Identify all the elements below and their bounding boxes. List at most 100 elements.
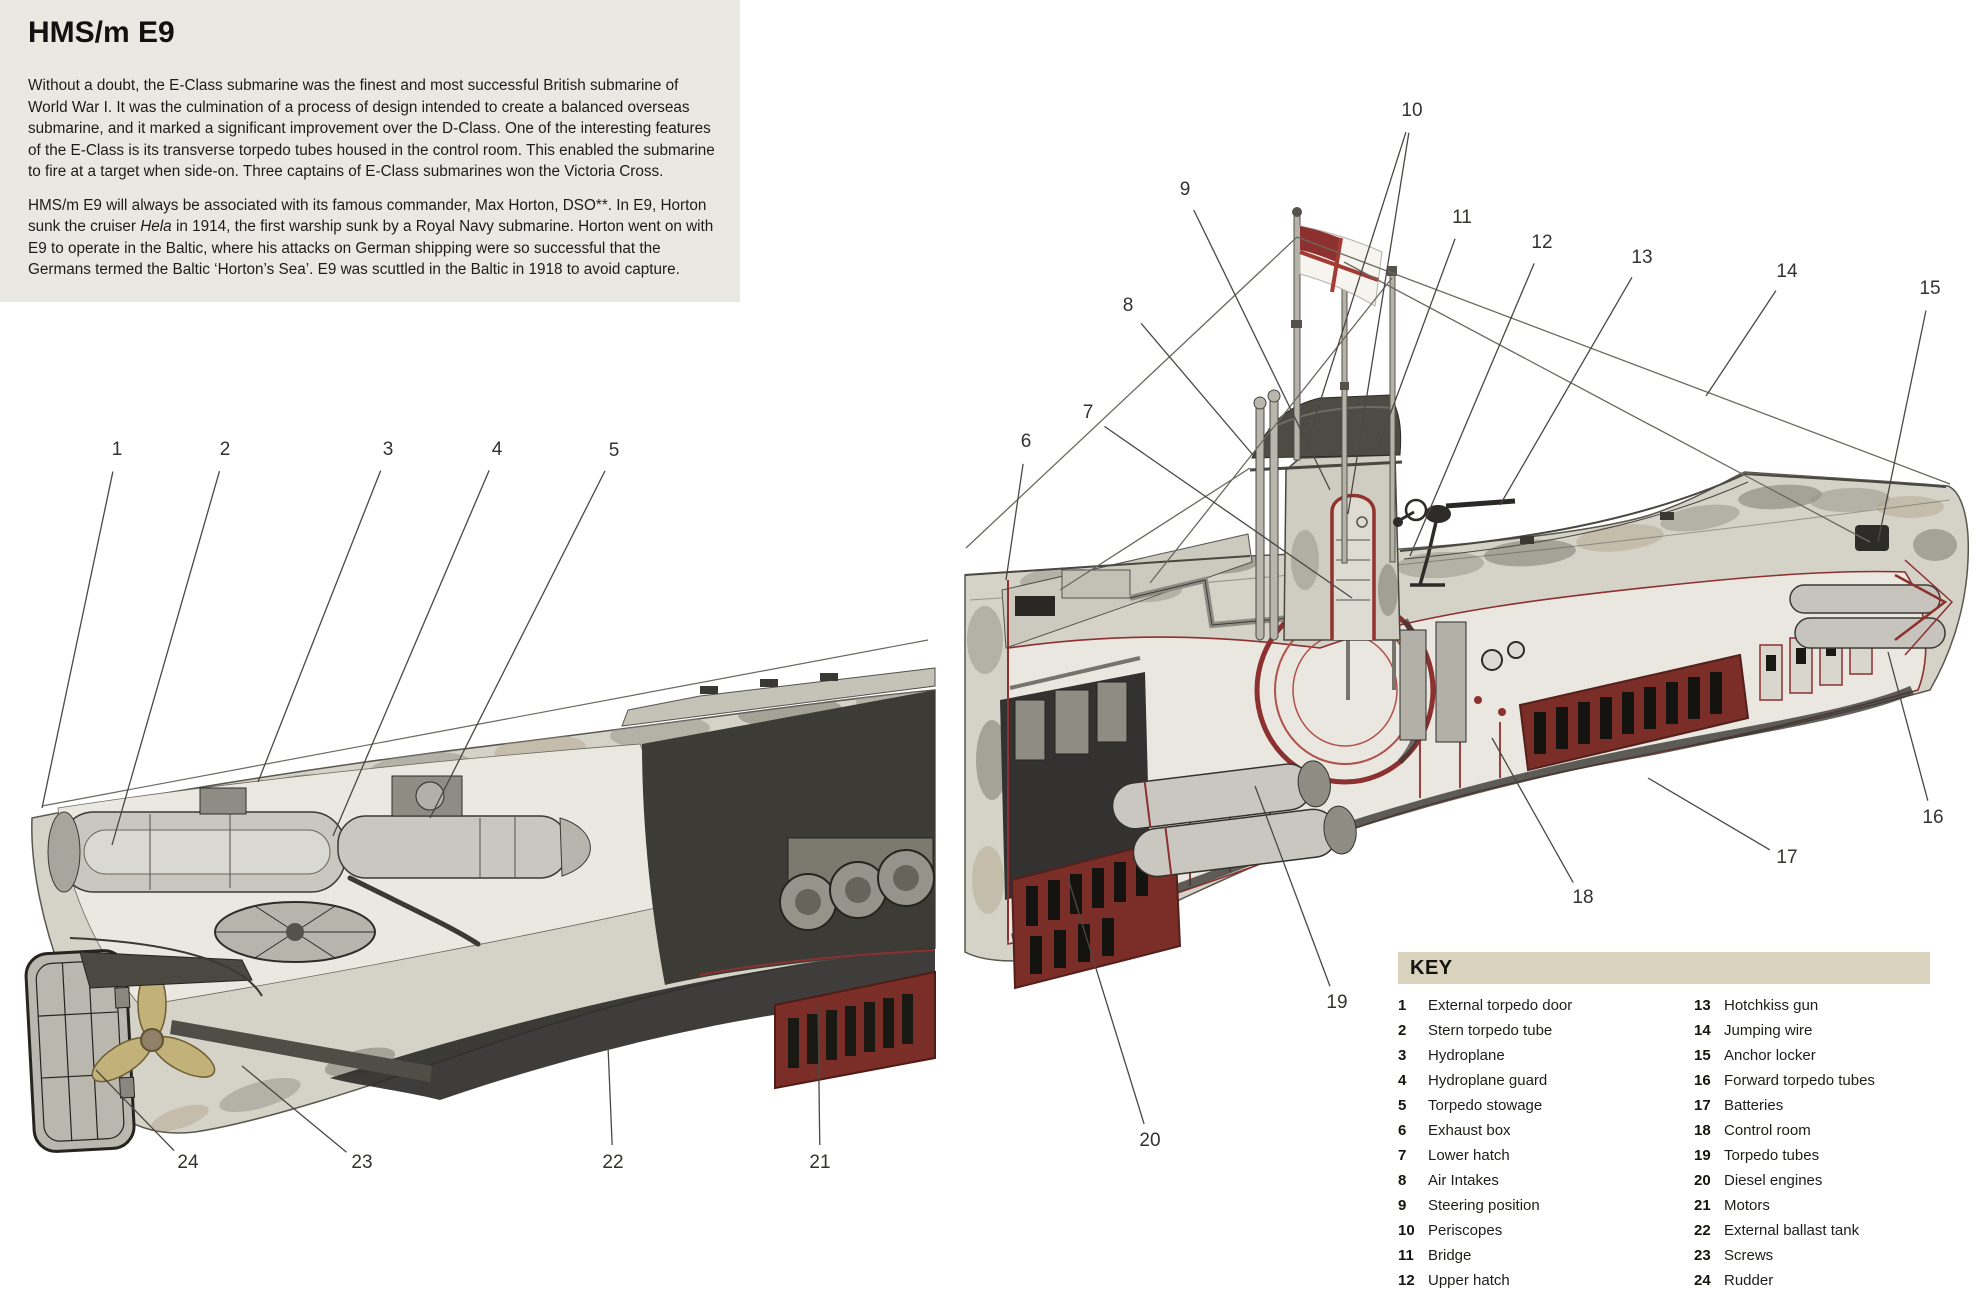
leader-line-14 xyxy=(1705,290,1777,397)
callout-17: 17 xyxy=(1776,847,1798,868)
article-paragraphs: Without a doubt, the E-Class submarine w… xyxy=(28,75,718,281)
key-item-number: 1 xyxy=(1398,997,1407,1014)
key-item-label: Torpedo stowage xyxy=(1428,1097,1543,1114)
leader-line-13 xyxy=(1499,276,1633,506)
stern-torpedo-tube-drawing xyxy=(47,810,346,893)
key-item-label: Anchor locker xyxy=(1724,1047,1816,1064)
leader-line-24 xyxy=(95,1069,175,1152)
key-item-label: Stern torpedo tube xyxy=(1428,1022,1553,1039)
key-item-number: 5 xyxy=(1398,1097,1407,1114)
key-item-label: External ballast tank xyxy=(1724,1222,1860,1239)
leader-lines xyxy=(41,131,1929,1153)
jumping-wires-drawing xyxy=(965,236,1951,591)
cut-edge-line xyxy=(347,875,481,947)
propeller-shaft-drawing xyxy=(170,1020,432,1082)
article-paragraph: HMS/m E9 will always be associated with … xyxy=(28,196,714,279)
callout-13: 13 xyxy=(1631,247,1653,268)
key-item-label: Jumping wire xyxy=(1724,1022,1813,1039)
bow-battery-right-drawing xyxy=(1518,653,1750,772)
key-item-number: 18 xyxy=(1694,1122,1711,1139)
key-item-1: 1 External torpedo door xyxy=(1398,993,1688,1018)
callout-1: 1 xyxy=(111,439,123,460)
key-item-number: 13 xyxy=(1694,997,1711,1014)
key-item-label: External torpedo door xyxy=(1428,997,1573,1014)
key-item-number: 2 xyxy=(1398,1022,1407,1039)
callout-10: 10 xyxy=(1401,100,1423,121)
key-item-label: Rudder xyxy=(1724,1272,1774,1289)
key-item-number: 16 xyxy=(1694,1072,1711,1089)
key-item-label: Hydroplane guard xyxy=(1428,1072,1548,1089)
leader-line-10 xyxy=(1347,132,1410,515)
callout-9: 9 xyxy=(1179,179,1191,200)
illustration-bow-section xyxy=(964,207,1970,990)
leader-line-3 xyxy=(257,470,382,783)
key-item-number: 6 xyxy=(1398,1122,1407,1139)
key-item-number: 11 xyxy=(1398,1247,1414,1264)
key-item-label: Torpedo tubes xyxy=(1724,1147,1820,1164)
key-item-number: 7 xyxy=(1398,1147,1407,1164)
leader-line-8 xyxy=(1140,322,1254,456)
key-item-number: 10 xyxy=(1398,1222,1415,1239)
callout-3: 3 xyxy=(382,439,394,460)
callout-6: 6 xyxy=(1020,431,1032,452)
leader-line-11 xyxy=(1376,238,1456,451)
key-item-11: 11 Bridge xyxy=(1398,1243,1688,1268)
callout-15: 15 xyxy=(1919,278,1941,299)
stern-battery-drawing xyxy=(774,970,936,1090)
article-paragraph: Without a doubt, the E-Class submarine w… xyxy=(28,77,715,180)
callout-7: 7 xyxy=(1082,402,1094,423)
key-item-label: Bridge xyxy=(1428,1247,1472,1264)
key-item-18: 18 Control room xyxy=(1694,1118,1980,1143)
callout-5: 5 xyxy=(608,440,620,461)
key-heading: KEY xyxy=(1410,956,1453,979)
key-item-number: 21 xyxy=(1694,1197,1711,1214)
red-cut-accent xyxy=(699,949,936,976)
key-item-number: 4 xyxy=(1398,1072,1407,1089)
stern-deck-casing-drawing xyxy=(621,667,936,727)
bow-frame-boxes-drawing xyxy=(1759,621,1873,701)
leader-line-7 xyxy=(1104,425,1353,599)
key-item-label: Steering position xyxy=(1428,1197,1540,1214)
forward-torpedo-tubes-drawing xyxy=(1789,559,1954,656)
key-item-number: 3 xyxy=(1398,1047,1407,1064)
diesel-engines-drawing xyxy=(1000,656,1150,900)
air-intakes-drawing xyxy=(1253,389,1281,641)
leader-line-20 xyxy=(1067,877,1145,1125)
torpedo-stowage-drawing xyxy=(337,815,591,879)
key-item-13: 13 Hotchkiss gun xyxy=(1694,993,1980,1018)
callout-20: 20 xyxy=(1139,1130,1161,1151)
leader-line-19 xyxy=(1254,785,1331,987)
callout-14: 14 xyxy=(1776,261,1798,282)
key-item-label: Exhaust box xyxy=(1428,1122,1511,1139)
key-item-number: 23 xyxy=(1694,1247,1711,1264)
key-item-number: 12 xyxy=(1398,1272,1415,1289)
callout-16: 16 xyxy=(1922,807,1944,828)
leader-line-23 xyxy=(241,1065,347,1153)
key-item-4: 4 Hydroplane guard xyxy=(1398,1068,1688,1093)
callout-11: 11 xyxy=(1452,207,1472,228)
key-item-label: Lower hatch xyxy=(1428,1147,1510,1164)
callout-22: 22 xyxy=(602,1152,624,1173)
hotchkiss-gun-drawing xyxy=(1393,498,1516,587)
key-item-label: Control room xyxy=(1724,1122,1811,1139)
stern-machinery-drawing xyxy=(199,775,463,817)
key-item-label: Hotchkiss gun xyxy=(1724,997,1819,1014)
leader-line-22 xyxy=(607,1045,613,1146)
leader-line-21 xyxy=(817,1003,821,1146)
leader-line-16 xyxy=(1887,651,1929,801)
